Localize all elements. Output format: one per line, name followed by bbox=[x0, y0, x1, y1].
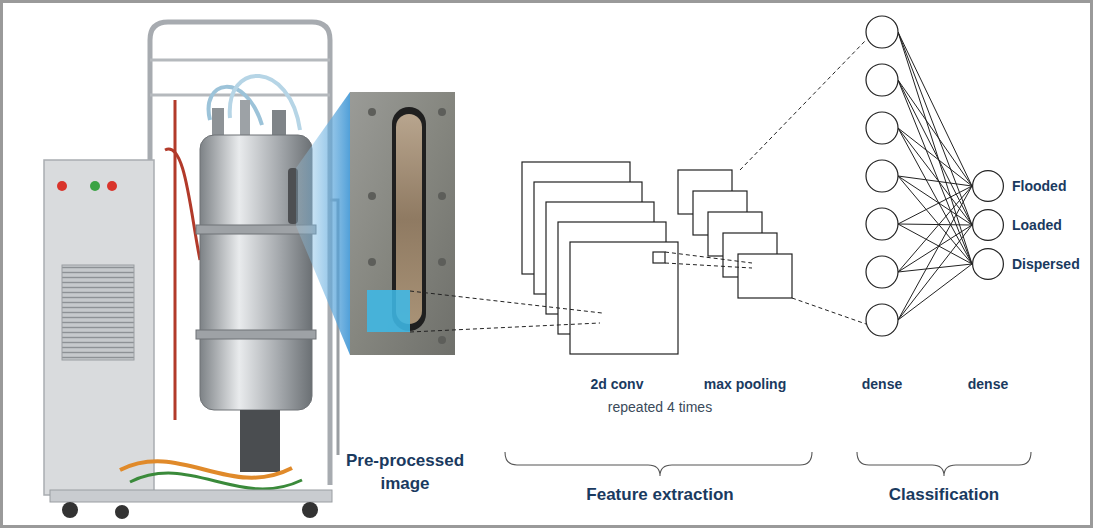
class-label: Loaded bbox=[1012, 217, 1062, 233]
screw bbox=[438, 336, 446, 344]
dashed-line bbox=[410, 323, 600, 332]
output-neuron: Flooded bbox=[972, 170, 1004, 202]
stage-label: Classification bbox=[844, 484, 1044, 507]
weight-line bbox=[898, 128, 972, 264]
bioreactor-picture bbox=[44, 22, 338, 519]
dashed-line bbox=[410, 291, 602, 313]
dashed-line bbox=[740, 40, 866, 170]
dashed-line bbox=[665, 252, 752, 263]
weight-line bbox=[898, 264, 972, 272]
wheel bbox=[115, 505, 129, 519]
control-cabinet bbox=[44, 160, 154, 495]
base bbox=[50, 490, 332, 502]
neuron-circle bbox=[973, 210, 1004, 241]
neuron-circle bbox=[973, 171, 1004, 202]
neuron bbox=[866, 208, 898, 240]
neuron bbox=[866, 304, 898, 336]
curly-bracket bbox=[857, 452, 1031, 476]
button bbox=[90, 181, 100, 191]
layer-label: dense bbox=[948, 375, 1028, 394]
stage-label: Feature extraction bbox=[535, 484, 785, 507]
dashed-line bbox=[792, 298, 866, 324]
fitting bbox=[240, 100, 250, 138]
fitting bbox=[212, 108, 224, 138]
patch-highlight bbox=[367, 290, 410, 332]
curly-bracket bbox=[505, 452, 812, 476]
wheel bbox=[62, 502, 78, 518]
neuron-outline bbox=[972, 209, 1004, 241]
class-label: Flooded bbox=[1012, 178, 1066, 194]
image-frame bbox=[350, 92, 455, 355]
feature-map bbox=[570, 242, 678, 354]
layer-label: dense bbox=[842, 375, 922, 394]
vessel-flange bbox=[196, 330, 316, 339]
pooled-map bbox=[738, 254, 792, 298]
pooling-stack bbox=[678, 170, 792, 298]
weight-line bbox=[898, 224, 972, 225]
steel-frame bbox=[150, 22, 330, 485]
tube bbox=[174, 100, 177, 420]
output-neuron: Dispersed bbox=[972, 248, 1004, 280]
screw bbox=[438, 108, 446, 116]
neuron-outline bbox=[972, 248, 1004, 280]
neuron-outline bbox=[972, 170, 1004, 202]
layer-label: max pooling bbox=[680, 375, 810, 394]
weight-line bbox=[898, 224, 972, 264]
weight-line bbox=[898, 80, 972, 186]
weight-line bbox=[898, 225, 972, 272]
button bbox=[57, 181, 67, 191]
frame-bar bbox=[150, 94, 330, 97]
neuron bbox=[866, 112, 898, 144]
screw bbox=[438, 192, 446, 200]
brackets bbox=[505, 452, 1031, 476]
screw bbox=[368, 108, 376, 116]
motor bbox=[240, 410, 280, 472]
neuron bbox=[866, 16, 898, 48]
weight-line bbox=[898, 186, 972, 272]
neuron-circle bbox=[973, 249, 1004, 280]
dense-connections bbox=[898, 32, 972, 320]
weight-line bbox=[898, 80, 972, 264]
screw bbox=[438, 258, 446, 266]
weight-line bbox=[898, 176, 972, 186]
neuron bbox=[866, 256, 898, 288]
class-label: Dispersed bbox=[1012, 256, 1080, 272]
dense-layer bbox=[866, 16, 898, 336]
weight-line bbox=[898, 264, 972, 320]
zoom-beam bbox=[296, 92, 350, 355]
output-neuron: Loaded bbox=[972, 209, 1004, 241]
screw bbox=[368, 192, 376, 200]
screw bbox=[368, 258, 376, 266]
vent-grille bbox=[62, 265, 134, 360]
weight-line bbox=[898, 128, 972, 225]
weight-line bbox=[898, 176, 972, 264]
projection-lines bbox=[410, 40, 866, 332]
weight-line bbox=[898, 176, 972, 225]
wheel bbox=[302, 502, 318, 518]
fitting bbox=[272, 110, 286, 138]
weight-line bbox=[898, 186, 972, 320]
layer-label: 2d conv bbox=[557, 375, 677, 394]
neuron bbox=[866, 64, 898, 96]
weight-line bbox=[898, 32, 972, 186]
dashed-line bbox=[665, 263, 752, 268]
weight-line bbox=[898, 186, 972, 224]
frame-bar bbox=[150, 59, 330, 62]
stage-label: Pre-processed image bbox=[325, 450, 485, 496]
kernel-window bbox=[653, 252, 665, 263]
neuron bbox=[866, 160, 898, 192]
weight-line bbox=[898, 80, 972, 225]
cable bbox=[130, 473, 302, 489]
repeat-note: repeated 4 times bbox=[575, 398, 745, 417]
sight-glass-image bbox=[350, 92, 455, 355]
weight-line bbox=[898, 225, 972, 320]
tube bbox=[165, 149, 200, 260]
vessel bbox=[200, 135, 312, 410]
button bbox=[107, 181, 117, 191]
